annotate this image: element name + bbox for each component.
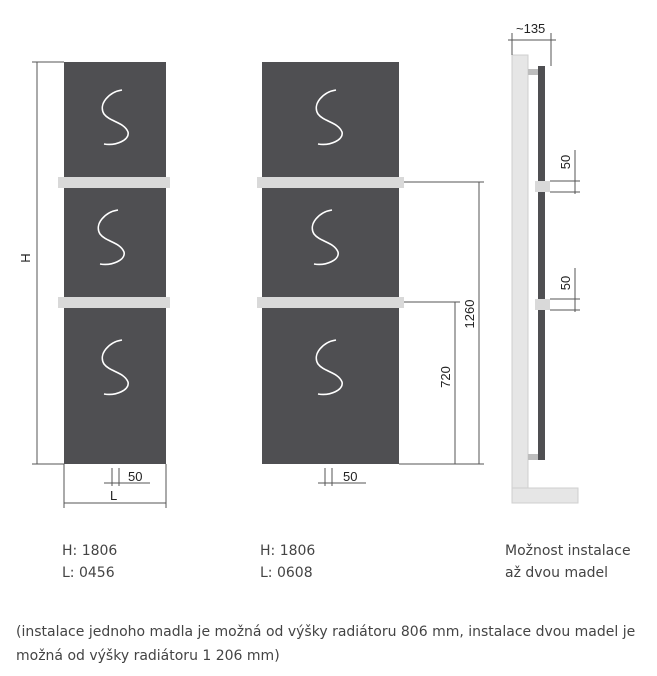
radiator-1-handle-bottom bbox=[58, 297, 170, 308]
wall-frame bbox=[511, 54, 529, 504]
height-dimension bbox=[32, 61, 64, 465]
side-handle-bottom bbox=[535, 299, 550, 310]
radiator-1-handle-top bbox=[58, 177, 170, 188]
radiator-1 bbox=[58, 62, 170, 464]
side-panel bbox=[538, 66, 545, 460]
radiator-2-handle-bottom bbox=[257, 297, 404, 308]
side-depth-label: ~135 bbox=[516, 21, 545, 36]
handle-offset-label-1: 50 bbox=[128, 469, 142, 484]
variant-1-height: H: 1806 bbox=[62, 543, 118, 559]
side-bracket-top bbox=[528, 69, 538, 75]
side-handle-label-1: 50 bbox=[558, 155, 573, 169]
width-dimension bbox=[63, 464, 167, 508]
radiator-2 bbox=[257, 62, 404, 464]
handle-offset-label-2: 50 bbox=[343, 469, 357, 484]
side-caption: Možnost instalace až dvou madel bbox=[505, 540, 631, 584]
variant-1-specs: H: 1806 L: 0456 bbox=[62, 540, 117, 584]
side-handle-top bbox=[535, 181, 550, 192]
height-symbol-label: H bbox=[18, 253, 33, 262]
side-caption-line-1: Možnost instalace bbox=[505, 543, 631, 559]
width-symbol-label: L bbox=[110, 488, 117, 503]
handle-height-label-1: 1260 bbox=[462, 300, 477, 329]
variant-2-height: H: 1806 bbox=[260, 543, 316, 559]
radiator-2-panel bbox=[262, 62, 399, 464]
side-bracket-bottom bbox=[528, 454, 538, 460]
variant-2-specs: H: 1806 L: 0608 bbox=[260, 540, 315, 584]
variant-1-width: L: 0456 bbox=[62, 565, 115, 581]
floor-base bbox=[511, 487, 579, 504]
variant-2-width: L: 0608 bbox=[260, 565, 313, 581]
radiator-2-handle-top bbox=[257, 177, 404, 188]
side-handle-label-2: 50 bbox=[558, 276, 573, 290]
handle-height-dimensions bbox=[318, 181, 484, 486]
side-dimensions bbox=[508, 33, 580, 312]
side-view bbox=[511, 54, 579, 504]
footnote: (instalace jednoho madla je možná od výš… bbox=[16, 624, 636, 664]
side-caption-line-2: až dvou madel bbox=[505, 565, 609, 581]
handle-height-label-2: 720 bbox=[438, 366, 453, 388]
